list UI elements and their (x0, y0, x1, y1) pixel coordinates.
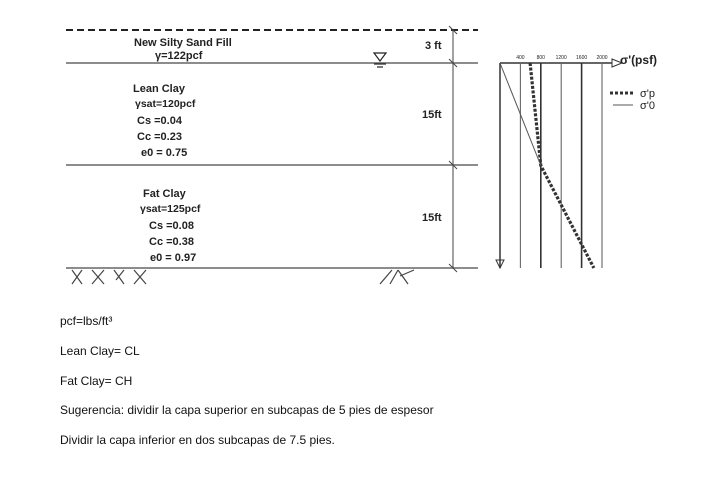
water-table-icon (372, 52, 388, 68)
note-units: pcf=lbs/ft³ (60, 314, 113, 328)
fill-unit-weight: γ=122pcf (155, 50, 203, 62)
x-tick-label: 400 (516, 55, 525, 61)
legend-label-sigma-0: σ'0 (640, 100, 655, 112)
x-tick-label: 1600 (576, 55, 587, 61)
fat-clay-thickness: 15ft (422, 212, 442, 224)
note-lean-clay: Lean Clay= CL (60, 344, 140, 358)
lean-clay-thickness: 15ft (422, 109, 442, 121)
series-sigma-0-line (499, 62, 542, 166)
note-suggestion: Sugerencia: dividir la capa superior en … (60, 403, 434, 417)
lean-clay-unit-weight: γsat=120pcf (135, 98, 196, 110)
fat-clay-unit-weight: γsat=125pcf (140, 203, 201, 215)
soil-profile-diagram: New Silty Sand Fill γ=122pcf 3 ft Lean C… (66, 25, 657, 285)
x-tick-label: 1200 (556, 55, 567, 61)
dimension-ticks (448, 25, 458, 273)
note-fat-clay: Fat Clay= CH (60, 374, 133, 388)
bedrock-hatch (71, 269, 415, 285)
legend: σ'p σ'0 (610, 88, 655, 112)
fat-clay-cs: Cs =0.08 (149, 220, 194, 232)
x-tick-label: 2000 (596, 55, 607, 61)
fat-clay-e0: e0 = 0.97 (150, 252, 196, 264)
x-axis-arrow (611, 58, 624, 68)
fat-clay-cc: Cc =0.38 (149, 236, 194, 248)
fill-name: New Silty Sand Fill (134, 37, 232, 49)
legend-label-sigma-p: σ'p (640, 88, 655, 100)
note-divide-lower: Dividir la capa inferior en dos subcapas… (60, 433, 335, 447)
lean-clay-cs: Cs =0.04 (137, 115, 183, 127)
lean-clay-e0: e0 = 0.75 (141, 147, 187, 159)
fill-thickness: 3 ft (425, 40, 442, 52)
x-tick-label: 800 (537, 55, 546, 61)
lean-clay-name: Lean Clay (133, 83, 186, 95)
depth-axis-arrow (495, 259, 505, 270)
stress-chart: 400 800 1200 1600 2000 (495, 55, 624, 270)
series-sigma-p-line (528, 62, 596, 269)
fat-clay-name: Fat Clay (143, 188, 187, 200)
lean-clay-cc: Cc =0.23 (137, 131, 182, 143)
chart-xlabel: σ'(psf) (620, 53, 657, 67)
